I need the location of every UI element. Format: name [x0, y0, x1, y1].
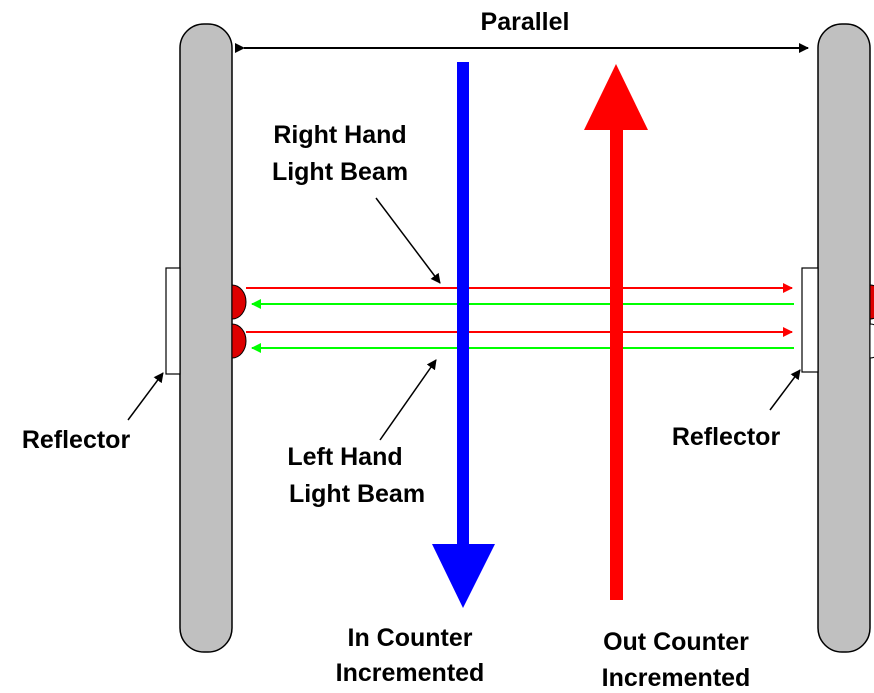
right-beam-label-line2: Light Beam — [272, 158, 408, 186]
out-arrow-shaft — [610, 124, 623, 600]
in-counter-label-line2: Incremented — [336, 659, 485, 687]
right-reflector — [801, 267, 819, 373]
left-reflector-pointer — [127, 372, 164, 421]
in-arrow-head — [432, 544, 495, 608]
left-post — [179, 23, 233, 653]
left-sensor-upper — [231, 284, 247, 320]
right-beam-pointer — [375, 197, 441, 284]
left-reflector — [165, 267, 181, 375]
right-reflector-label: Reflector — [672, 423, 781, 451]
left-reflector-label: Reflector — [22, 426, 131, 454]
right-beam-label-line1: Right Hand — [273, 121, 406, 149]
right-reflector-pointer — [769, 369, 801, 411]
left-beam-label-line2: Light Beam — [289, 480, 425, 508]
in-arrow-shaft — [457, 62, 469, 548]
in-counter-label-line1: In Counter — [348, 624, 473, 652]
left-beam-pointer — [379, 359, 437, 441]
out-arrow-head — [584, 64, 648, 130]
left-beam-label-line1: Left Hand — [287, 443, 402, 471]
parallel-label: Parallel — [481, 8, 570, 36]
out-counter-label-line1: Out Counter — [603, 628, 749, 656]
left-sensor-lower — [231, 323, 247, 359]
right-sensor-lower — [869, 323, 874, 359]
right-post — [817, 23, 871, 653]
out-counter-label-line2: Incremented — [602, 664, 751, 692]
right-sensor-upper — [869, 284, 874, 320]
